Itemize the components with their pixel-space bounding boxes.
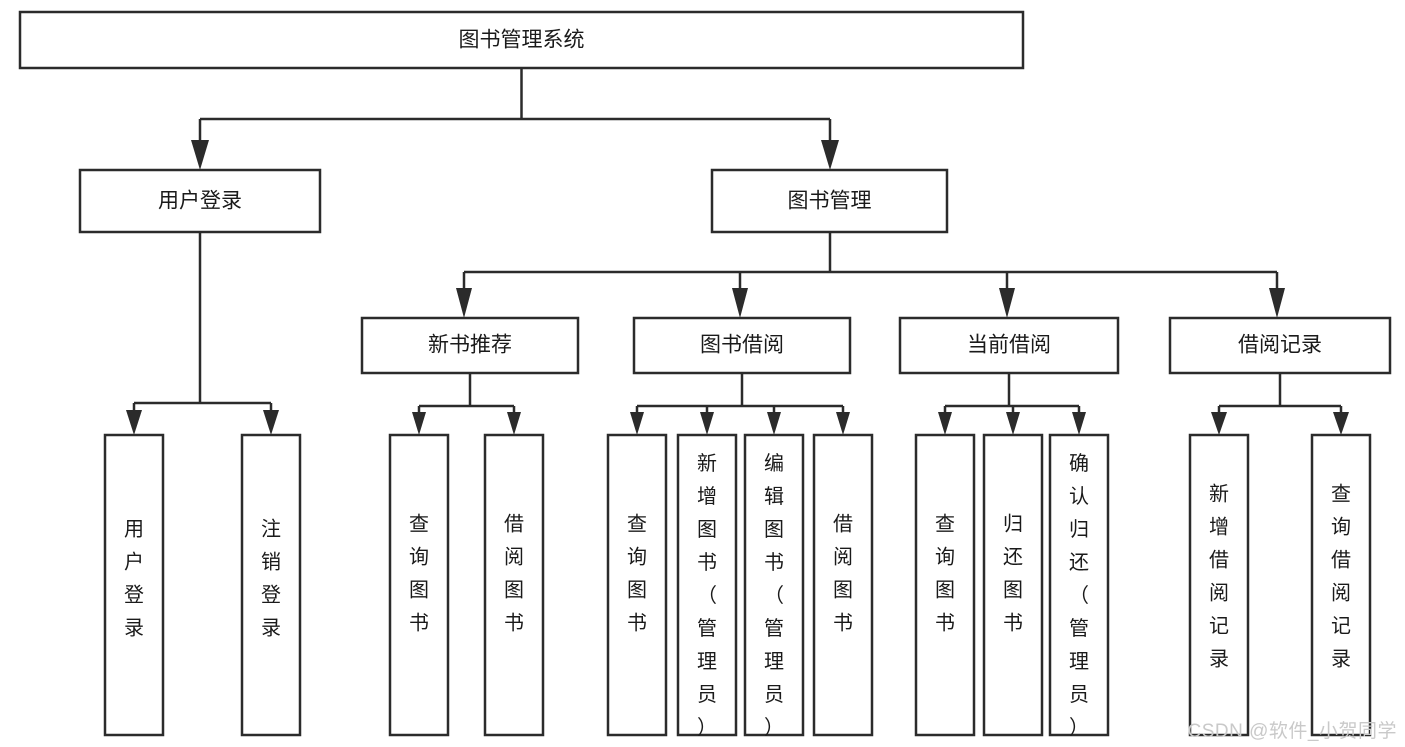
- leaf-user-login[interactable]: 用户登录: [103, 433, 165, 737]
- csdn-watermark: CSDN @软件_小贺同学: [1187, 721, 1397, 742]
- leaf-query-book-current[interactable]: 查询图书: [914, 433, 976, 737]
- node-current-borrow-label: 当前借阅: [967, 334, 1051, 357]
- node-new-book-recommend[interactable]: 新书推荐: [360, 316, 580, 375]
- leaf-user-login-label: 用户登录: [124, 519, 144, 640]
- node-user-login-label: 用户登录: [158, 190, 242, 213]
- leaf-add-borrow-record-label: 新增借阅记录: [1209, 483, 1229, 671]
- arrow-head-leaf-edit-book: [767, 412, 781, 435]
- arrow-head-leaf-query-book-3: [938, 412, 952, 435]
- node-book-borrow-box[interactable]: [632, 316, 852, 375]
- leaf-confirm-return-admin[interactable]: 确认归还（管理员）: [1048, 433, 1110, 739]
- node-root-system[interactable]: 图书管理系统: [18, 10, 1025, 70]
- arrow-head-leaf-borrow-book-1: [507, 412, 521, 435]
- leaf-confirm-return-admin-box[interactable]: [1048, 433, 1110, 737]
- leaf-add-borrow-record-box[interactable]: [1188, 433, 1250, 737]
- leaf-return-book[interactable]: 归还图书: [982, 433, 1044, 737]
- leaf-query-book-borrow[interactable]: 查询图书: [606, 433, 668, 737]
- arrow-head-borrow-record: [1269, 288, 1285, 318]
- leaf-edit-book-admin-label: 编辑图书（管理员）: [764, 452, 784, 739]
- leaf-logout-box[interactable]: [240, 433, 302, 737]
- arrow-head-leaf-query-record: [1333, 412, 1349, 435]
- node-borrow-record[interactable]: 借阅记录: [1168, 316, 1392, 375]
- leaf-user-login-box[interactable]: [103, 433, 165, 737]
- leaf-return-book-box[interactable]: [982, 433, 1044, 737]
- leaf-borrow-book-borrow-box[interactable]: [812, 433, 874, 737]
- leaf-add-borrow-record[interactable]: 新增借阅记录: [1188, 433, 1250, 737]
- node-current-borrow-box[interactable]: [898, 316, 1120, 375]
- arrow-head-book-borrow: [732, 288, 748, 318]
- leaf-edit-book-admin[interactable]: 编辑图书（管理员）: [743, 433, 805, 739]
- connector-layer: [126, 68, 1349, 435]
- node-book-borrow[interactable]: 图书借阅: [632, 316, 852, 375]
- leaf-query-book-current-label: 查询图书: [935, 513, 955, 635]
- leaf-add-book-admin-label: 新增图书（管理员）: [697, 452, 717, 739]
- arrow-head-leaf-add-record: [1211, 412, 1227, 435]
- node-new-book-recommend-box[interactable]: [360, 316, 580, 375]
- node-root-label: 图书管理系统: [459, 29, 585, 52]
- leaf-query-book-borrow-box[interactable]: [606, 433, 668, 737]
- node-user-login-box[interactable]: [78, 168, 322, 234]
- node-book-management-box[interactable]: [710, 168, 949, 234]
- node-user-login[interactable]: 用户登录: [78, 168, 322, 234]
- node-book-borrow-label: 图书借阅: [700, 334, 784, 357]
- arrow-head-leaf-user-login: [126, 410, 142, 435]
- node-borrow-record-label: 借阅记录: [1238, 334, 1322, 357]
- node-current-borrow[interactable]: 当前借阅: [898, 316, 1120, 375]
- leaf-query-borrow-record-label: 查询借阅记录: [1331, 483, 1351, 671]
- arrow-head-leaf-return-book: [1006, 412, 1020, 435]
- leaf-add-book-admin[interactable]: 新增图书（管理员）: [676, 433, 738, 739]
- leaf-query-borrow-record-box[interactable]: [1310, 433, 1372, 737]
- arrow-head-user-login: [191, 140, 209, 170]
- leaf-borrow-book-newbook[interactable]: 借阅图书: [483, 433, 545, 737]
- arrow-head-leaf-logout: [263, 410, 279, 435]
- node-new-book-recommend-label: 新书推荐: [428, 334, 512, 357]
- leaf-query-book-current-box[interactable]: [914, 433, 976, 737]
- leaf-logout-label: 注销登录: [261, 518, 281, 640]
- leaf-query-book-borrow-label: 查询图书: [627, 513, 647, 635]
- leaf-borrow-book-newbook-label: 借阅图书: [504, 513, 524, 635]
- node-book-management[interactable]: 图书管理: [710, 168, 949, 234]
- arrow-head-leaf-borrow-book-2: [836, 412, 850, 435]
- leaf-confirm-return-admin-label: 确认归还（管理员）: [1069, 452, 1089, 739]
- leaf-query-borrow-record[interactable]: 查询借阅记录: [1310, 433, 1372, 737]
- arrow-head-new-book-rec: [456, 288, 472, 318]
- arrow-head-leaf-query-book-1: [412, 412, 426, 435]
- arrow-head-leaf-add-book: [700, 412, 714, 435]
- leaf-borrow-book-borrow-label: 借阅图书: [833, 513, 853, 635]
- arrow-head-leaf-confirm-return: [1072, 412, 1086, 435]
- leaf-borrow-book-borrow[interactable]: 借阅图书: [812, 433, 874, 737]
- leaf-query-book-newbook-box[interactable]: [388, 433, 450, 737]
- leaf-edit-book-admin-box[interactable]: [743, 433, 805, 737]
- leaf-logout[interactable]: 注销登录: [240, 433, 302, 737]
- arrow-head-current-borrow: [999, 288, 1015, 318]
- leaf-return-book-label: 归还图书: [1003, 513, 1023, 635]
- leaf-query-book-newbook-label: 查询图书: [409, 513, 429, 635]
- leaf-borrow-book-newbook-box[interactable]: [483, 433, 545, 737]
- node-root-box[interactable]: [18, 10, 1025, 70]
- arrow-head-leaf-query-book-2: [630, 412, 644, 435]
- leaf-add-book-admin-box[interactable]: [676, 433, 738, 737]
- arrow-head-book-mgmt: [821, 140, 839, 170]
- leaf-query-book-newbook[interactable]: 查询图书: [388, 433, 450, 737]
- node-borrow-record-box[interactable]: [1168, 316, 1392, 375]
- node-book-management-label: 图书管理: [788, 190, 872, 213]
- leaf-node-layer: 用户登录 注销登录 查询图书 借阅图书 查询图书 新增图书（管理员）: [103, 433, 1372, 739]
